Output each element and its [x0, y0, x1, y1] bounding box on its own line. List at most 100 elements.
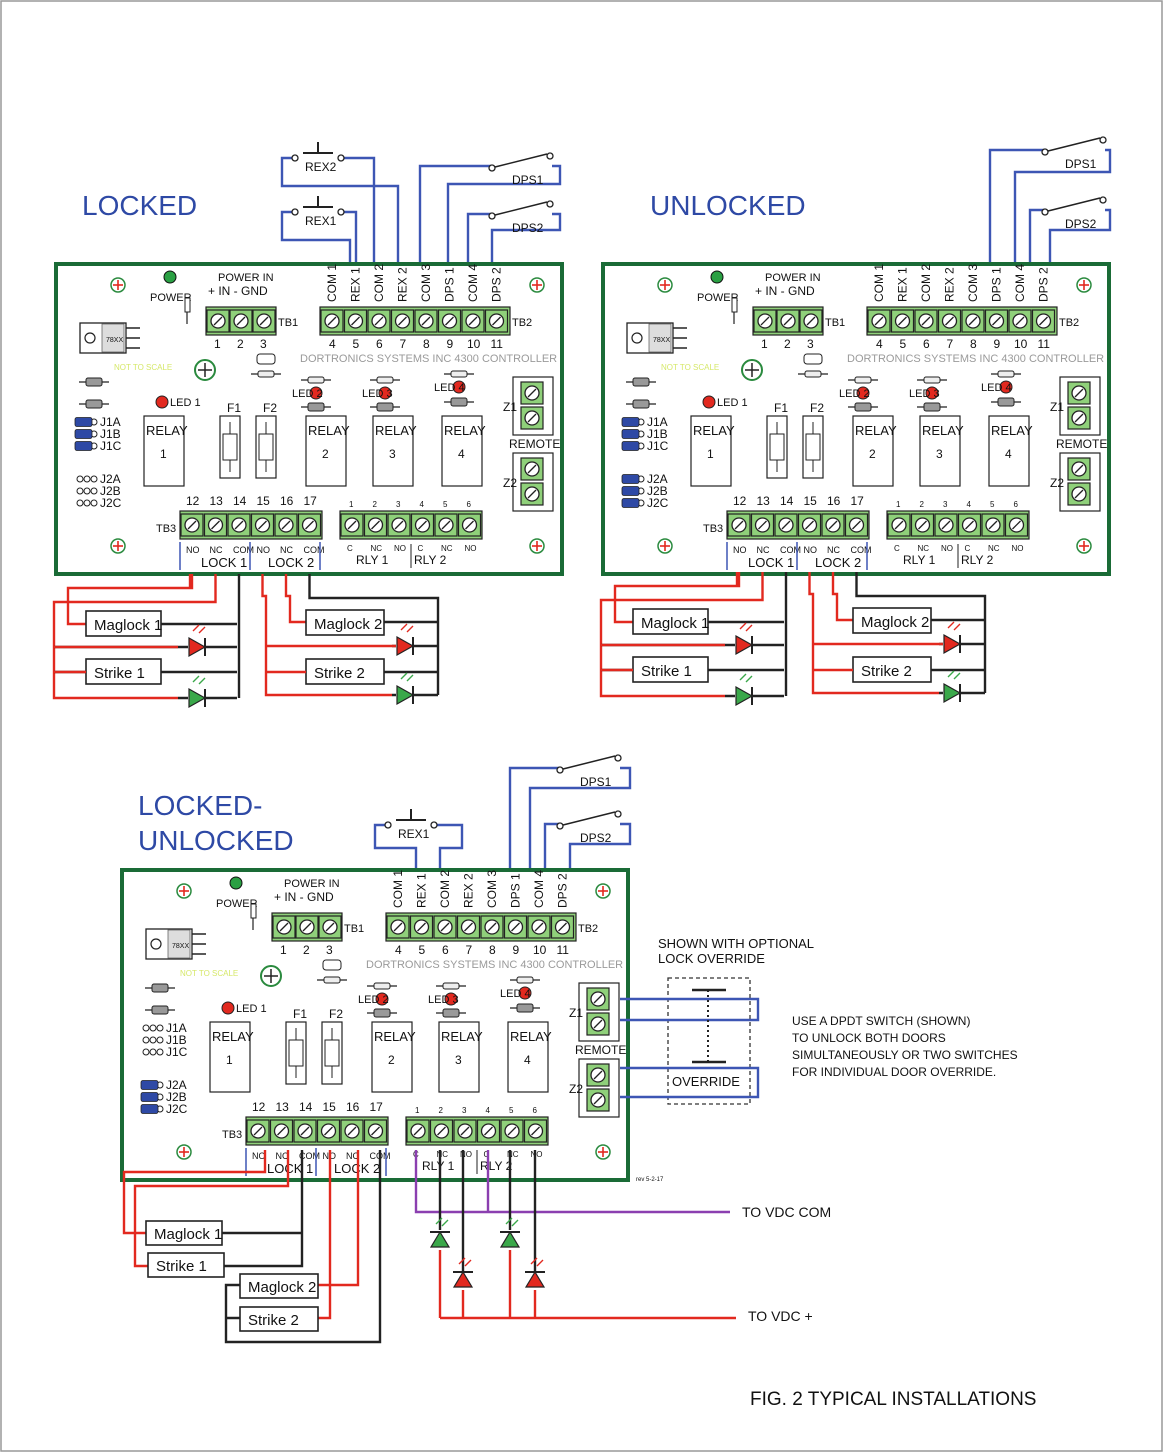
mount-hole-icon: [657, 277, 673, 293]
vdc-plus-wire: [438, 1250, 736, 1320]
relay-label: RELAY: [375, 423, 417, 438]
screw-slot-icon: [945, 316, 954, 326]
rex1-contact: [291, 208, 299, 216]
power-led-label: POWER: [697, 292, 739, 304]
power-in-label: POWER IN: [218, 272, 274, 284]
tb3-number: 16: [346, 1100, 360, 1114]
relay-number: 3: [936, 447, 943, 461]
jumper-pin-icon: [156, 1036, 164, 1044]
override-note-line4: FOR INDIVIDUAL DOOR OVERRIDE.: [792, 1065, 996, 1079]
lu-maglock1-box-label: Maglock 1: [154, 1226, 222, 1243]
regulator-label: 78XX: [172, 943, 189, 950]
lock1-led: [188, 636, 207, 658]
u-dps1-contact: [1099, 136, 1107, 144]
screw-slot-icon: [894, 520, 904, 530]
resistor-icon: [257, 370, 275, 378]
jumper-label-j1: J1A: [647, 415, 668, 429]
resistor-icon: [184, 297, 191, 313]
tb2-number: 11: [557, 943, 570, 957]
rly-number: 6: [467, 500, 472, 509]
lu-dps1-contact: [614, 754, 622, 762]
relay-label: RELAY: [444, 423, 486, 438]
maglock1-box-label: Maglock 1: [94, 617, 162, 634]
jumper-pin-icon: [142, 1036, 150, 1044]
tb2-terminal-label: REX 1: [349, 267, 363, 302]
screw-slot-icon: [371, 1126, 380, 1136]
override-enclosure: [667, 977, 751, 1105]
lu-maglock2-box-label: Maglock 2: [248, 1279, 316, 1296]
screw-slot-icon: [1074, 464, 1084, 474]
tb3-label: TB3: [703, 523, 723, 535]
tb3-terminal-label: NO: [257, 545, 271, 555]
led-red-icon: [221, 1001, 235, 1015]
dps1-arm: [494, 153, 548, 168]
override-note-line1: USE A DPDT SWITCH (SHOWN): [792, 1014, 970, 1028]
lock2-label: LOCK 2: [815, 555, 861, 570]
mount-hole-icon: [1076, 538, 1092, 554]
tb3-terminal-label: NC: [280, 545, 293, 555]
lu-led-red-rays: [458, 1257, 472, 1267]
strike1-box: [632, 656, 709, 683]
tb2-number: 7: [400, 337, 407, 351]
fuse-label: F1: [293, 1007, 307, 1021]
screw-slot-icon: [531, 1126, 540, 1136]
lock1-led-rays: [192, 675, 206, 685]
led-label: LED 4: [434, 382, 465, 394]
diode-icon: [632, 399, 650, 409]
jumper-pin-icon: [142, 1024, 150, 1032]
door-switch-label: DPS2: [580, 831, 612, 845]
rly-number: 5: [443, 500, 448, 509]
screw-slot-icon: [781, 520, 791, 530]
fuse-label: F2: [263, 401, 277, 415]
mount-hole-icon: [1076, 277, 1092, 293]
led-red-icon: [378, 386, 392, 400]
screw-slot-icon: [593, 1019, 603, 1029]
screw-slot-icon: [279, 922, 289, 932]
lock-wire: [66, 574, 194, 626]
tb2-number: 9: [994, 337, 1001, 351]
lock2-led-rays: [947, 621, 961, 631]
jumper-pin-icon: [142, 1048, 150, 1056]
tb3-number: 13: [210, 494, 224, 508]
screw-slot-icon: [992, 316, 1001, 326]
relay-label: RELAY: [991, 423, 1033, 438]
maglock2-box-label: Maglock 2: [861, 614, 929, 631]
z1-label: Z1: [503, 400, 517, 414]
mount-hole-icon: [657, 538, 673, 554]
mount-hole-icon: [595, 883, 611, 899]
led-label: LED 3: [362, 388, 393, 400]
lu-dps1-arm: [562, 755, 616, 770]
jumper-label-j1: J1B: [100, 427, 121, 441]
lu-dps1-contact: [556, 766, 564, 774]
led-red-icon: [375, 992, 389, 1006]
jumper-shunt-icon: [621, 498, 640, 508]
tb3-terminal-label: COM: [299, 1151, 320, 1161]
jumper-shunt-icon: [621, 441, 640, 451]
diode-icon: [450, 397, 468, 407]
screw-slot-icon: [421, 316, 431, 326]
resistor-icon: [442, 982, 460, 990]
fuse-glass: [805, 433, 821, 461]
rex1-wires: [280, 210, 358, 262]
tb2-terminal-label: COM 3: [485, 870, 499, 908]
screw-slot-icon: [393, 922, 403, 932]
capacitor-icon: [322, 959, 342, 971]
screw-slot-icon: [921, 316, 931, 326]
lock2-wire: [266, 644, 396, 674]
lock2-wire: [813, 642, 943, 672]
screw-slot-icon: [1015, 316, 1025, 326]
jumper-label-j2: J2C: [166, 1102, 188, 1116]
lu-led-red-rays: [530, 1257, 544, 1267]
screw-slot-icon: [941, 520, 951, 530]
jumper-label-j2: J2B: [166, 1090, 187, 1104]
power-in-pins-label: + IN - GND: [274, 890, 334, 904]
tb2-number: 6: [923, 337, 930, 351]
tb3-terminal-label: COM: [233, 545, 254, 555]
tb3-label: TB3: [222, 1129, 242, 1141]
screw-slot-icon: [327, 316, 337, 326]
jumper-label-j1: J1C: [166, 1045, 188, 1059]
relay-number: 4: [458, 447, 465, 461]
screw-slot-icon: [805, 520, 814, 530]
screw-slot-icon: [918, 520, 927, 530]
